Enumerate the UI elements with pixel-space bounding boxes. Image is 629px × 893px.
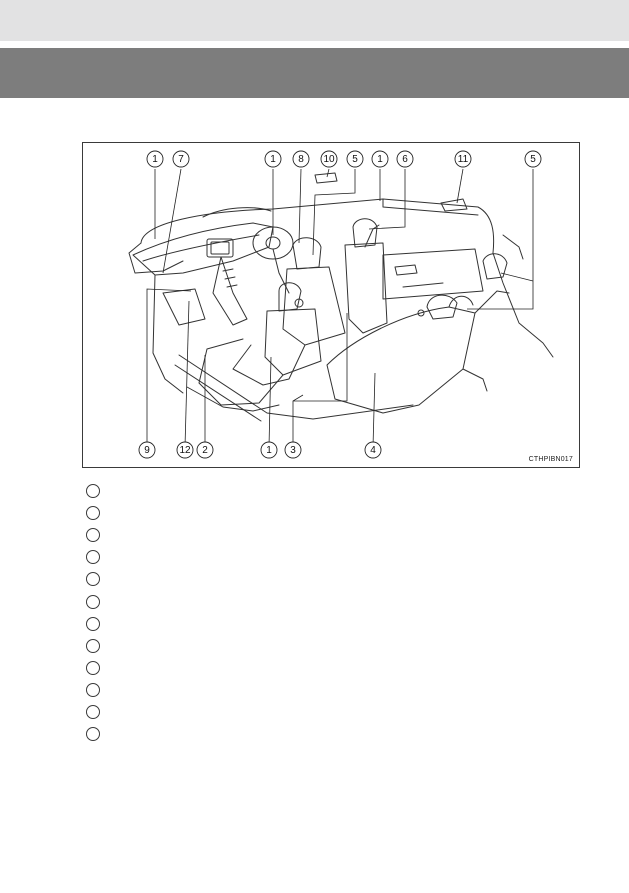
callout-bottom-2: 12 <box>176 441 194 459</box>
svg-text:7: 7 <box>178 154 184 165</box>
svg-text:5: 5 <box>530 154 536 165</box>
svg-text:10: 10 <box>323 154 335 165</box>
legend-item <box>86 590 566 612</box>
callout-top-7: 1 <box>371 150 389 168</box>
interior-illustration: 1 7 1 8 10 5 1 6 11 5 9 12 2 1 3 4 CTHPIBN017 <box>82 142 580 468</box>
svg-text:1: 1 <box>377 154 383 165</box>
callout-top-9: 11 <box>454 150 472 168</box>
callout-bottom-6: 4 <box>364 441 382 459</box>
legend-item <box>86 613 566 635</box>
callout-top-3: 1 <box>264 150 282 168</box>
legend-item <box>86 723 566 745</box>
svg-text:1: 1 <box>152 154 158 165</box>
legend-list <box>86 480 566 745</box>
callout-top-1: 1 <box>146 150 164 168</box>
callout-layer: 1 7 1 8 10 5 1 6 11 5 9 12 2 1 3 4 <box>138 150 542 459</box>
callout-bottom-3: 2 <box>196 441 214 459</box>
legend-item <box>86 701 566 723</box>
svg-text:1: 1 <box>266 445 272 456</box>
legend-number-circle <box>86 682 100 697</box>
svg-text:8: 8 <box>298 154 304 165</box>
svg-text:9: 9 <box>144 445 150 456</box>
legend-item <box>86 679 566 701</box>
legend-item <box>86 568 566 590</box>
callout-top-2: 7 <box>172 150 190 168</box>
callout-top-8: 6 <box>396 150 414 168</box>
section-title-band <box>0 48 629 98</box>
legend-number-circle <box>86 550 100 565</box>
svg-text:3: 3 <box>290 445 296 456</box>
legend-item <box>86 635 566 657</box>
legend-number-circle <box>86 616 100 631</box>
svg-text:5: 5 <box>352 154 358 165</box>
legend-item <box>86 546 566 568</box>
svg-text:4: 4 <box>370 445 376 456</box>
callout-top-5: 10 <box>320 150 338 168</box>
svg-text:1: 1 <box>270 154 276 165</box>
callout-bottom-5: 3 <box>284 441 302 459</box>
legend-item <box>86 480 566 502</box>
legend-number-circle <box>86 572 100 587</box>
legend-number-circle <box>86 594 100 609</box>
callout-bottom-4: 1 <box>260 441 278 459</box>
legend-number-circle <box>86 506 100 521</box>
header-band <box>0 0 629 41</box>
legend-number-circle <box>86 727 100 742</box>
legend-number-circle <box>86 484 100 499</box>
legend-item <box>86 657 566 679</box>
legend-number-circle <box>86 704 100 719</box>
legend-item <box>86 524 566 546</box>
callout-top-6: 5 <box>346 150 364 168</box>
svg-text:11: 11 <box>458 154 469 165</box>
svg-text:2: 2 <box>202 445 208 456</box>
svg-text:12: 12 <box>179 445 191 456</box>
callout-bottom-1: 9 <box>138 441 156 459</box>
callout-top-4: 8 <box>292 150 310 168</box>
legend-number-circle <box>86 528 100 543</box>
figure-code: CTHPIBN017 <box>528 456 573 463</box>
legend-number-circle <box>86 660 100 675</box>
legend-item <box>86 502 566 524</box>
legend-number-circle <box>86 638 100 653</box>
callout-top-10: 5 <box>524 150 542 168</box>
svg-text:6: 6 <box>402 154 408 165</box>
